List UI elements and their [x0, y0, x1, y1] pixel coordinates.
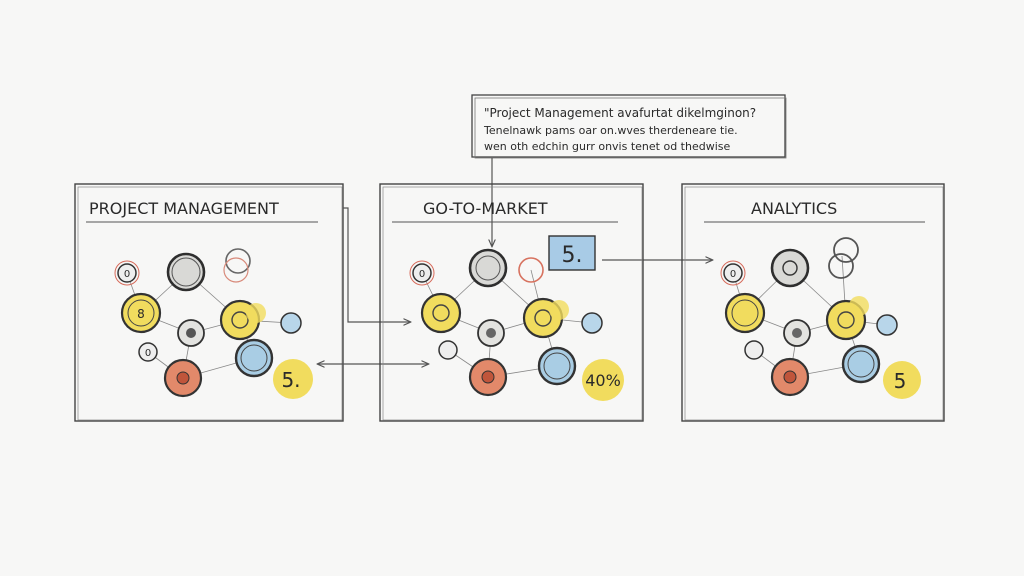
metric-badge: 5: [883, 361, 921, 399]
node-grey-small: [477, 319, 505, 347]
node-orange: [163, 358, 203, 398]
panel-analytics: ANALYTICS 0: [681, 183, 945, 422]
panel-title: GO-TO-MARKET: [423, 199, 548, 218]
svg-text:5.: 5.: [562, 243, 583, 268]
node-blue-small: [876, 314, 898, 336]
note-line-2: Tenelnawk pams oar on.wves therdeneare t…: [483, 124, 738, 137]
node-grey-small: [783, 319, 811, 347]
node-ring-pair: [828, 237, 859, 279]
node-grey-large: [468, 248, 508, 288]
annotation-note: "Project Management avafurtat dikelmgino…: [471, 94, 787, 159]
panel-go-to-market: GO-TO-MARKET 0 5.: [379, 183, 644, 422]
metric-badge: 5.: [273, 359, 313, 399]
svg-text:5: 5: [894, 369, 907, 393]
panel-title: PROJECT MANAGEMENT: [89, 199, 279, 218]
node-orange: [468, 357, 508, 397]
node-yellow: 8: [120, 292, 162, 334]
flow-arrows: [318, 207, 712, 364]
svg-text:5.: 5.: [281, 368, 300, 392]
node-small-bottom: [744, 340, 764, 360]
node-ring-pair: [223, 248, 251, 283]
node-small: 0: [409, 260, 435, 286]
node-yellow-right: [825, 296, 869, 341]
svg-text:8: 8: [137, 307, 145, 321]
node-small: 0: [720, 260, 746, 286]
node-blue: [537, 346, 577, 386]
svg-text:0: 0: [145, 348, 151, 359]
node-yellow: [724, 292, 766, 334]
node-small-bottom: 0: [138, 342, 158, 362]
note-line-3: wen oth edchin gurr onvis tenet od thedw…: [484, 140, 730, 153]
node-yellow-right: [522, 297, 569, 339]
node-orange: [770, 357, 810, 397]
svg-text:0: 0: [124, 269, 130, 280]
node-small-bottom: [438, 340, 458, 360]
node-blue: [841, 344, 881, 384]
node-orange-ring: [518, 257, 544, 283]
svg-text:0: 0: [419, 269, 425, 280]
panel-project-management: PROJECT MANAGEMENT 0: [74, 183, 344, 422]
node-small: 0: [114, 260, 140, 286]
node-blue-small: [280, 312, 302, 334]
note-line-1: "Project Management avafurtat dikelmgino…: [484, 106, 756, 120]
node-yellow-right: [219, 299, 266, 341]
node-grey-large: [770, 248, 810, 288]
node-yellow: [420, 292, 462, 334]
node-blue-small: [581, 312, 603, 334]
metric-badge: 40%: [582, 359, 624, 401]
node-blue: [234, 338, 274, 378]
svg-text:0: 0: [730, 269, 736, 280]
svg-text:40%: 40%: [585, 371, 621, 390]
node-grey-small: [177, 319, 205, 347]
panel-title: ANALYTICS: [751, 199, 837, 218]
callout-badge: 5.: [548, 235, 596, 271]
node-grey-large: [166, 252, 206, 292]
